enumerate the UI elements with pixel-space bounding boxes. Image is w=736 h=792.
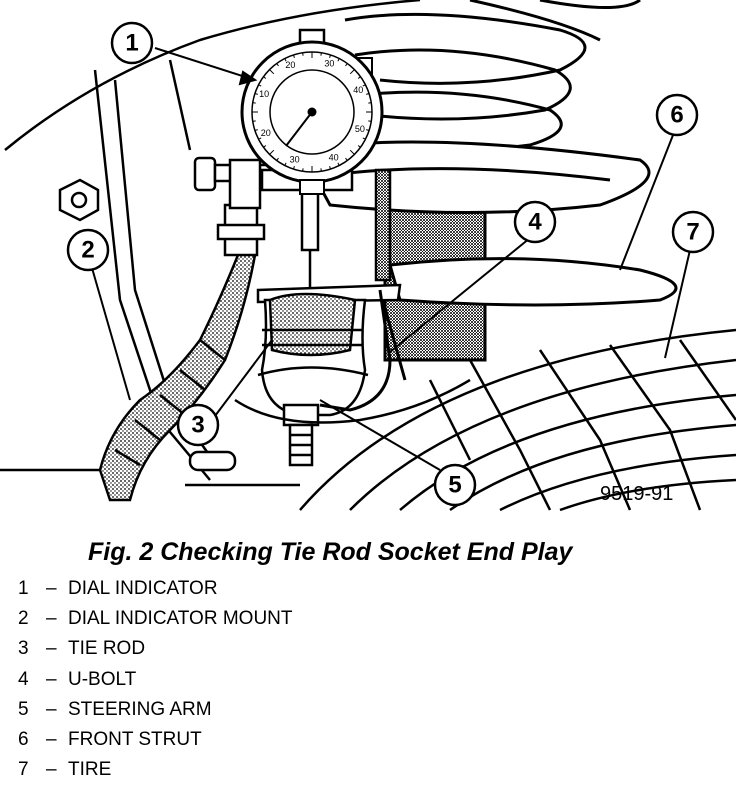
legend-number: 2 — [18, 608, 29, 630]
legend-label: TIRE — [68, 759, 112, 781]
tire-tread — [299, 328, 736, 512]
dial-tick — [320, 52, 322, 56]
callout-5: 5 — [433, 463, 477, 507]
dial-tick — [362, 84, 366, 87]
legend-dash: – — [46, 668, 57, 690]
legend-label: U-BOLT — [68, 668, 137, 690]
dial-tick — [263, 76, 267, 79]
dial-tick — [258, 137, 262, 140]
dial-tick — [368, 120, 372, 122]
legend-label: DIAL INDICATOR MOUNT — [68, 608, 293, 630]
callout-4: 4 — [513, 200, 557, 244]
dial-tick — [366, 93, 370, 95]
technical-illustration: 10 20 30 40 50 40 30 20 1 2 3 4 — [0, 0, 736, 512]
callout-7: 7 — [671, 210, 715, 254]
legend-number: 6 — [18, 728, 29, 750]
fender-lines — [0, 0, 421, 481]
dial-tick — [329, 54, 331, 58]
dial-tick — [357, 76, 361, 79]
legend-dash: – — [46, 638, 57, 660]
dial-tick — [368, 102, 372, 104]
legend-dash: – — [46, 728, 57, 750]
legend-dash: – — [46, 578, 57, 599]
legend-item: 7–TIRE — [18, 755, 293, 785]
legend-item: 2–DIAL INDICATOR MOUNT — [18, 604, 293, 634]
dial-indicator — [240, 28, 384, 195]
dial-tick — [337, 162, 340, 166]
dial-scale-label: 50 — [355, 124, 365, 134]
dial-tick — [302, 52, 304, 56]
callout-5-label: 5 — [448, 471, 461, 498]
callout-6: 6 — [655, 93, 699, 137]
legend-dash: – — [46, 698, 57, 720]
dial-tick — [269, 69, 275, 75]
dial-scale-label: 30 — [324, 58, 334, 68]
tie-rod-assembly — [234, 283, 471, 467]
dial-tick — [337, 58, 340, 62]
callout-6-label: 6 — [670, 101, 683, 128]
dial-tick — [254, 129, 258, 131]
dial-tick — [329, 166, 331, 170]
dial-tick — [357, 145, 361, 148]
dial-tick — [263, 145, 267, 148]
dial-tick — [276, 157, 279, 161]
legend-dash: – — [46, 608, 57, 630]
callout-4-label: 4 — [528, 208, 542, 235]
legend-label: FRONT STRUT — [68, 728, 202, 750]
dial-tick — [269, 149, 275, 155]
dial-scale-label: 20 — [261, 128, 271, 138]
legend-number: 4 — [18, 668, 29, 690]
dial-tick — [293, 166, 295, 170]
callout-2-label: 2 — [81, 236, 94, 263]
dial-tick — [284, 58, 287, 62]
leader-lines — [91, 47, 691, 471]
dial-tick — [320, 168, 322, 172]
callout-3: 3 — [176, 403, 220, 447]
dial-scale: 10 20 30 40 50 40 30 20 — [252, 52, 372, 172]
strut-coils — [344, 0, 641, 154]
legend-number: 5 — [18, 698, 29, 720]
dial-tick — [362, 137, 366, 140]
dial-tick — [302, 168, 304, 172]
legend-item: 6–FRONT STRUT — [18, 725, 293, 755]
callout-1-label: 1 — [125, 29, 138, 56]
dial-tick — [293, 54, 295, 58]
legend-number: 1 — [18, 578, 29, 599]
dial-tick — [284, 162, 287, 166]
callout-7-label: 7 — [686, 218, 699, 245]
legend-item: 1–DIAL INDICATOR — [18, 574, 293, 604]
dial-scale-label: 40 — [353, 85, 363, 95]
legend-label: TIE ROD — [68, 638, 146, 660]
knuckle — [58, 178, 100, 222]
legend-item: 4–U-BOLT — [18, 665, 293, 695]
dial-tick — [254, 93, 258, 95]
legend-dash: – — [46, 759, 57, 781]
legend-number: 7 — [18, 759, 29, 781]
dial-scale-label: 30 — [290, 154, 300, 164]
legend-list: 1–DIAL INDICATOR 2–DIAL INDICATOR MOUNT … — [18, 574, 293, 785]
dial-tick — [349, 149, 355, 155]
dial-scale-label: 10 — [259, 89, 269, 99]
callout-1: 1 — [110, 21, 154, 65]
legend-number: 3 — [18, 638, 29, 660]
figure-number: 9519-91 — [600, 483, 673, 505]
dial-tick — [252, 102, 256, 104]
callout-3-label: 3 — [191, 411, 204, 438]
dial-scale-label: 40 — [329, 153, 339, 163]
legend-item: 5–STEERING ARM — [18, 695, 293, 725]
dial-tick — [258, 84, 262, 87]
dial-tick — [366, 129, 370, 131]
dial-scale-label: 20 — [285, 60, 295, 70]
dial-tick — [349, 69, 355, 75]
dial-tick — [276, 63, 279, 67]
legend-label: STEERING ARM — [68, 698, 212, 720]
figure-caption: Fig. 2 Checking Tie Rod Socket End Play — [88, 538, 573, 566]
legend-item: 3–TIE ROD — [18, 634, 293, 664]
dial-tick — [345, 63, 348, 67]
dial-tick — [345, 157, 348, 161]
legend-label: DIAL INDICATOR — [68, 578, 218, 599]
callout-2: 2 — [66, 228, 110, 272]
dial-tick — [252, 120, 256, 122]
